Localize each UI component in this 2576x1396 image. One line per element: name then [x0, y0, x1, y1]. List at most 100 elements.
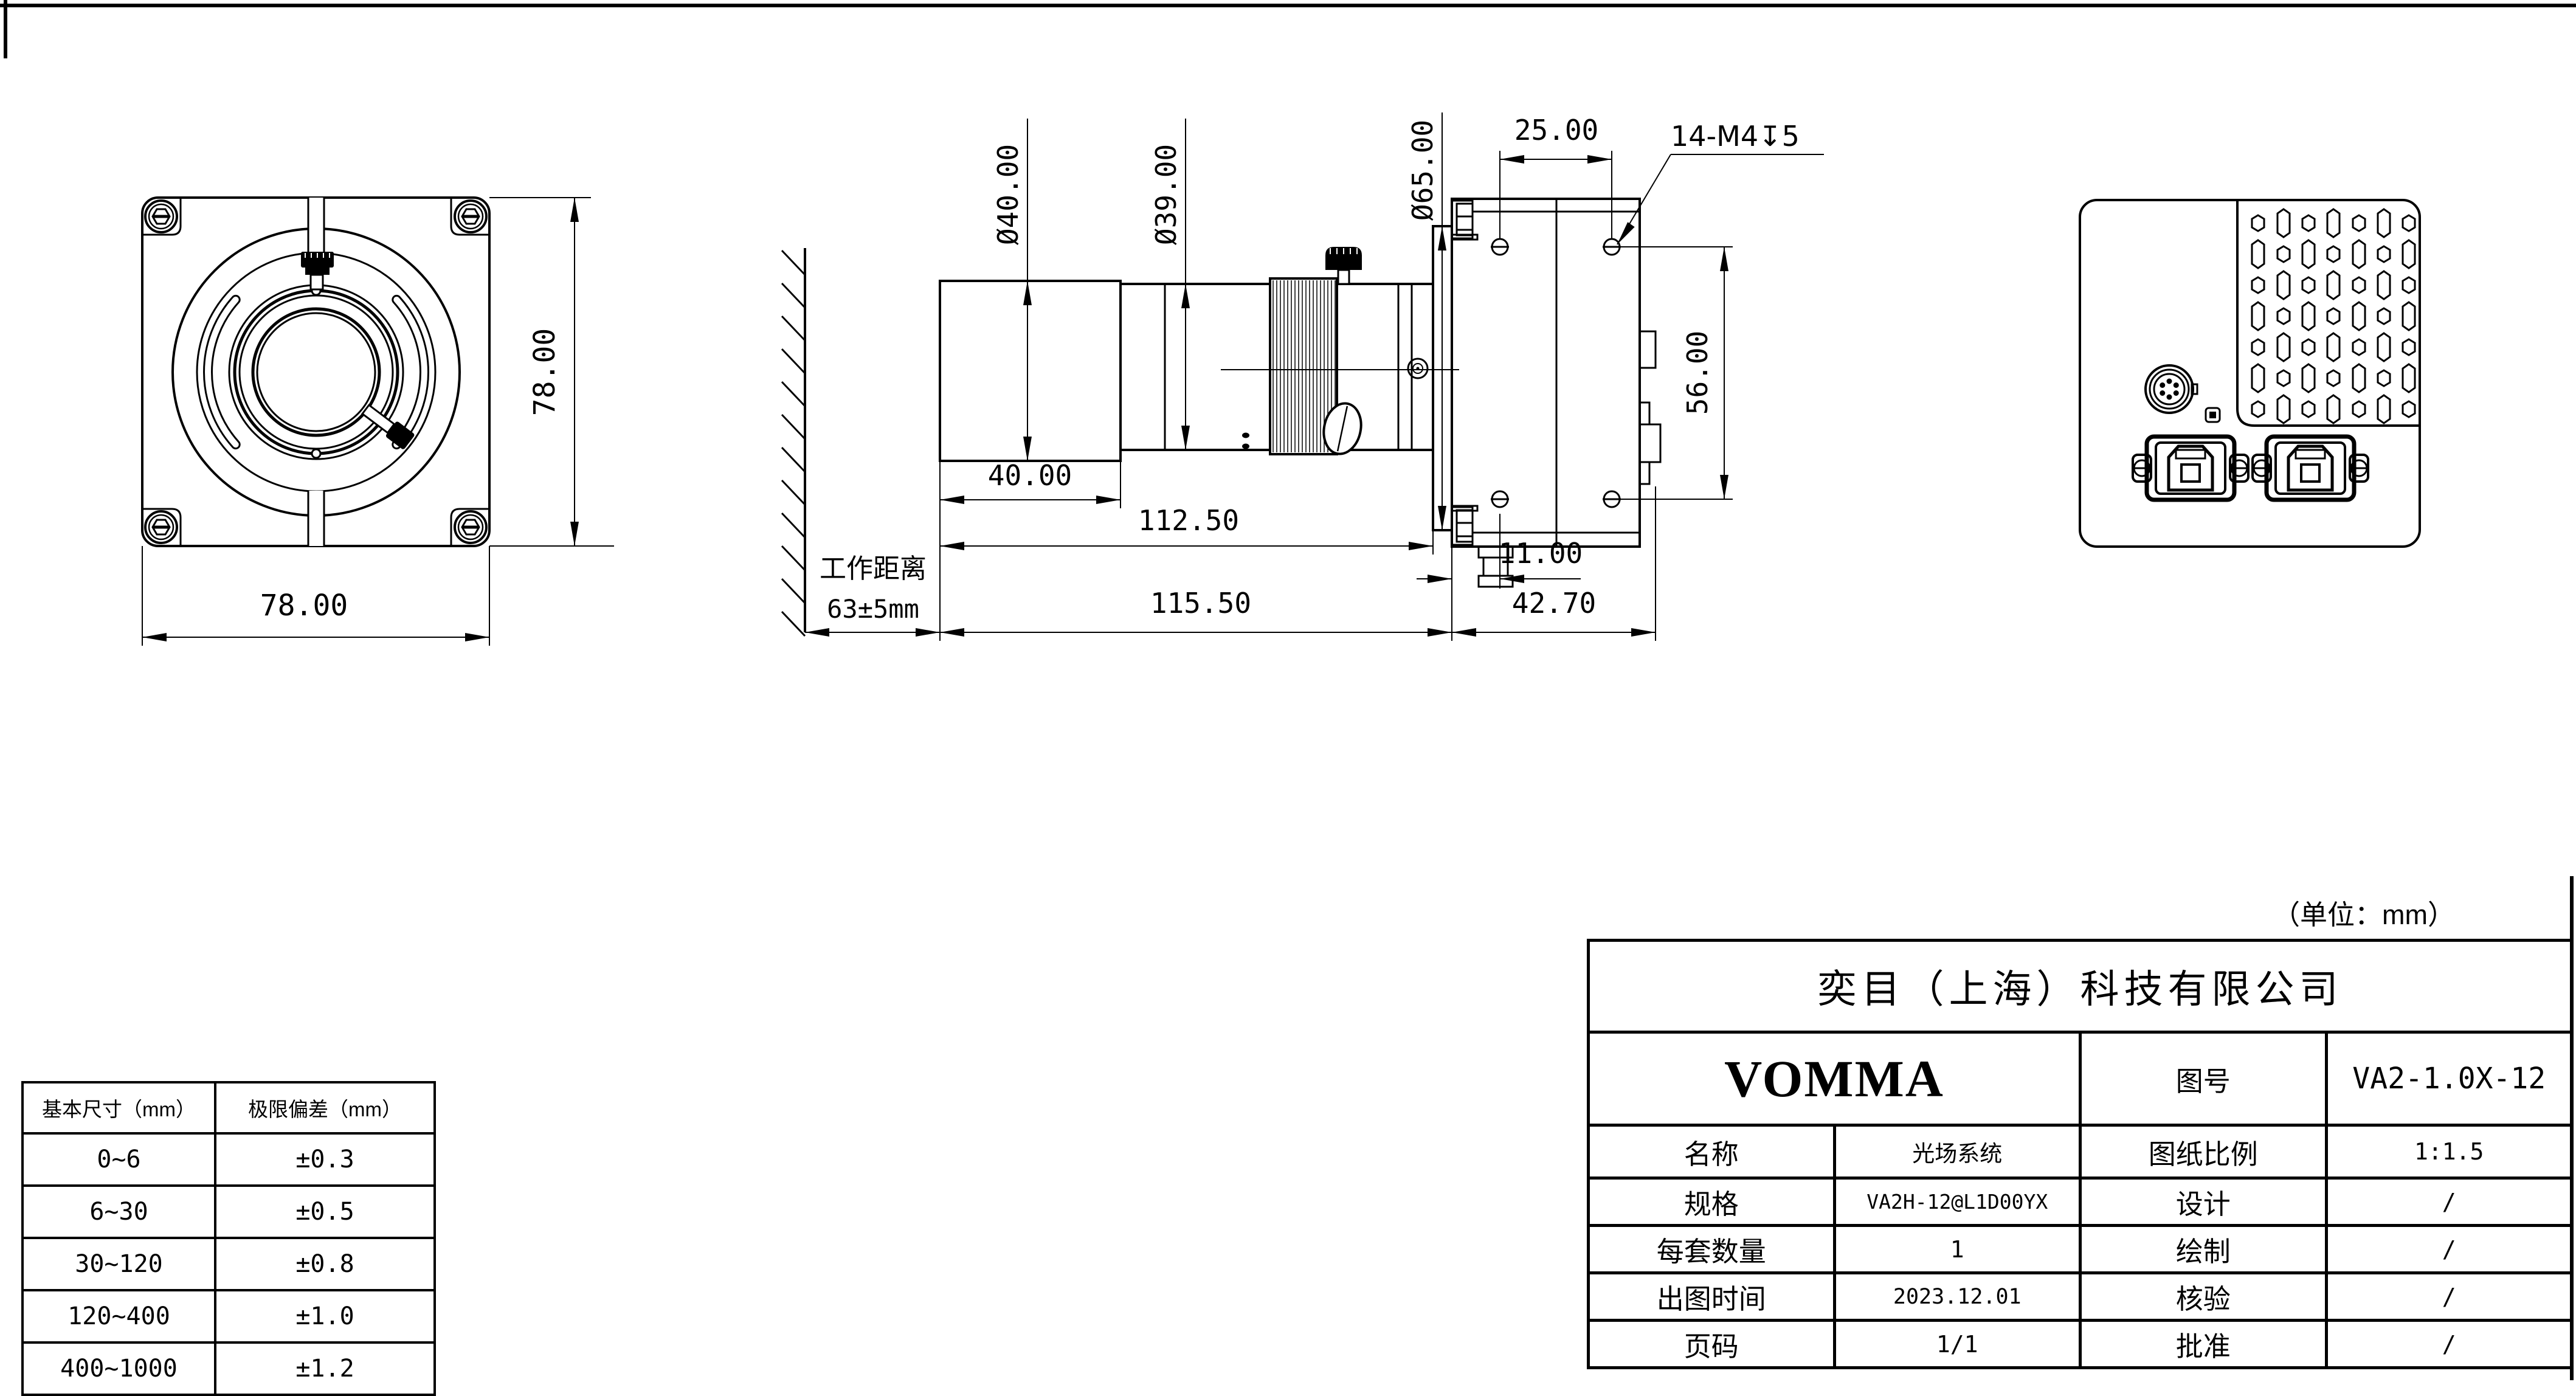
tolerance-table: 基本尺寸（mm） 极限偏差（mm） 0~6 ±0.3 6~30 ±0.5 30~…	[21, 1081, 436, 1396]
sheet-border-left	[4, 0, 7, 58]
vent-hole	[2251, 276, 2265, 294]
vent-hole	[2352, 301, 2366, 331]
rear-view	[2079, 199, 2421, 548]
vent-hole	[2377, 245, 2391, 263]
deviation: ±0.5	[214, 1184, 436, 1239]
vent-hole	[2402, 301, 2416, 331]
m4-hole	[1603, 490, 1621, 508]
dimension-arrowheads	[142, 155, 1728, 641]
vent-hole	[2377, 394, 2391, 424]
dim-label-dia39: Ø39.00	[1150, 144, 1183, 245]
vent-hole	[2352, 363, 2366, 393]
brand-name: VOMMA	[1587, 1031, 2082, 1127]
vent-hole	[2377, 332, 2391, 362]
screw-icon	[144, 199, 178, 233]
front-bottom-channel	[307, 491, 325, 546]
vent-hole	[2326, 332, 2341, 362]
vent-hole	[2402, 400, 2416, 418]
date-value: 2023.12.01	[1832, 1271, 2082, 1322]
m4-hole	[1603, 238, 1621, 256]
vent-hole	[2251, 239, 2265, 269]
corner-screws	[144, 199, 488, 544]
page-label: 页码	[1587, 1319, 1836, 1369]
set-screw-bottom	[311, 448, 322, 459]
arc-slot-left	[202, 294, 241, 450]
size-range: 30~120	[21, 1237, 216, 1291]
draw-label: 绘制	[2079, 1224, 2328, 1274]
vent-hole	[2301, 239, 2316, 269]
drawing-no-value: VA2-1.0X-12	[2324, 1031, 2574, 1127]
front-view: 78.00 78.00	[141, 196, 614, 646]
usb-b-port	[2132, 434, 2250, 502]
vent-hole	[2251, 214, 2265, 232]
wall-hatch	[781, 249, 806, 637]
dim-label-56: 56.00	[1681, 331, 1714, 415]
vent-hole	[2377, 270, 2391, 300]
deviation: ±0.8	[214, 1237, 436, 1291]
vent-hole	[2326, 270, 2341, 300]
vent-hole	[2402, 214, 2416, 232]
side-view: Ø40.00 Ø39.00 Ø65.00 25.00 14-M4↧5 56.00…	[781, 112, 1824, 641]
vent-hole	[2301, 301, 2316, 331]
dim-label-42: 42.70	[1512, 587, 1596, 620]
table-row: 6~30 ±0.5	[21, 1184, 436, 1239]
tolerance-table-header: 基本尺寸（mm） 极限偏差（mm）	[21, 1081, 436, 1135]
approve-value: /	[2324, 1319, 2574, 1369]
vent-hole	[2276, 270, 2291, 300]
size-range: 6~30	[21, 1184, 216, 1239]
vent-grid	[2251, 208, 2416, 424]
vent-hole	[2352, 338, 2366, 356]
m4-hole	[1491, 238, 1509, 256]
working-distance-label: 工作距离	[820, 554, 927, 584]
vent-hole	[2326, 307, 2341, 325]
vent-hole	[2377, 369, 2391, 387]
side-top-thumbscrew	[1325, 247, 1362, 285]
dim-label-front-height: 78.00	[528, 328, 562, 416]
arc-slot-right	[392, 294, 430, 450]
approve-label: 批准	[2079, 1319, 2328, 1369]
mounting-holes	[1491, 238, 1621, 508]
name-label: 名称	[1587, 1124, 1836, 1180]
tolerance-header-deviation: 极限偏差（mm）	[214, 1081, 436, 1135]
screw-icon	[454, 510, 488, 544]
flange-clamp-bottom	[1451, 505, 1479, 546]
vent-hole	[2301, 400, 2316, 418]
dim-label-front-width: 78.00	[260, 589, 348, 623]
vent-hole	[2352, 239, 2366, 269]
tolerance-header-size: 基本尺寸（mm）	[21, 1081, 216, 1135]
vent-hole	[2326, 369, 2341, 387]
vent-hole	[2402, 363, 2416, 393]
vent-hole	[2301, 338, 2316, 356]
dim-label-dia40: Ø40.00	[992, 144, 1024, 245]
vent-hole	[2402, 239, 2416, 269]
vent-hole	[2301, 363, 2316, 393]
size-range: 400~1000	[21, 1341, 216, 1396]
vent-hole	[2402, 338, 2416, 356]
vent-hole	[2326, 208, 2341, 238]
drawing-no-label: 图号	[2079, 1031, 2328, 1127]
table-row: 30~120 ±0.8	[21, 1237, 436, 1291]
vent-hole	[2352, 214, 2366, 232]
draw-value: /	[2324, 1224, 2574, 1274]
screw-icon	[454, 199, 488, 233]
flange-clamp-top	[1451, 199, 1479, 241]
deviation: ±0.3	[214, 1132, 436, 1187]
spec-label: 规格	[1587, 1177, 1836, 1227]
dim-front-width	[142, 546, 490, 646]
vent-hole	[2326, 394, 2341, 424]
check-label: 核验	[2079, 1271, 2328, 1322]
vent-hole	[2251, 400, 2265, 418]
dim-label-dia65: Ø65.00	[1406, 120, 1439, 221]
dim-label-11: 11.00	[1499, 537, 1583, 570]
design-value: /	[2324, 1177, 2574, 1227]
date-label: 出图时间	[1587, 1271, 1836, 1322]
scale-value: 1:1.5	[2324, 1124, 2574, 1180]
deviation: ±1.0	[214, 1289, 436, 1344]
vent-zone-border	[2236, 200, 2420, 427]
vent-hole	[2276, 332, 2291, 362]
focus-ring-knurl	[1272, 280, 1336, 452]
table-row: 120~400 ±1.0	[21, 1289, 436, 1344]
working-distance-value: 63±5mm	[827, 594, 919, 624]
